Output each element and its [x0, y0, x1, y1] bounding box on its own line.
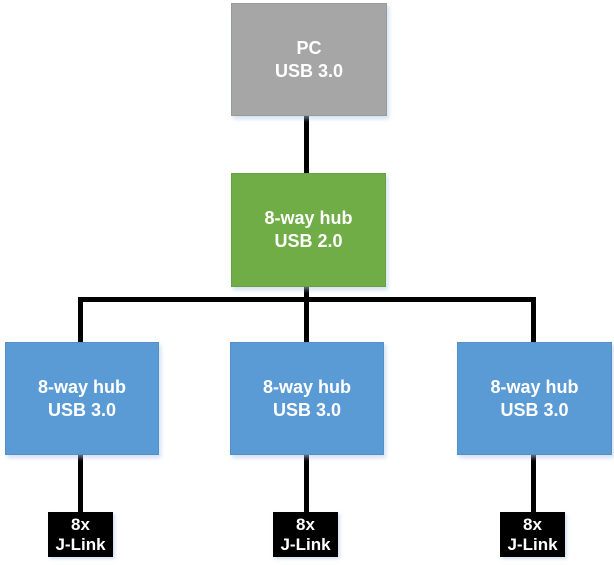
connector-bus-to-hub-usb3-right	[531, 297, 536, 343]
node-hub-usb3-right-label-line2: USB 3.0	[500, 399, 569, 420]
node-jlink-left-label-line2: J-Link	[55, 534, 106, 554]
node-jlink-mid-label-line1: 8x	[296, 514, 315, 534]
connector-bus-to-hub-usb3-left	[78, 297, 83, 343]
node-jlink-mid-label-line2: J-Link	[280, 534, 331, 554]
node-hub-usb3-mid: 8-way hub USB 3.0	[230, 342, 384, 455]
connector-hub-usb3-right-to-jlink	[531, 452, 536, 513]
node-hub-usb3-mid-label-line1: 8-way hub	[262, 376, 351, 397]
node-hub-usb3-left: 8-way hub USB 3.0	[5, 342, 159, 455]
node-jlink-left: 8x J-Link	[48, 512, 113, 557]
connector-bus-horizontal	[78, 297, 536, 302]
node-hub-usb3-right: 8-way hub USB 3.0	[457, 342, 612, 455]
connector-pc-to-hub-usb2	[304, 112, 309, 174]
node-pc-label-line1: PC	[296, 37, 322, 58]
connector-hub-usb3-mid-to-jlink	[304, 452, 309, 513]
node-pc-label-line2: USB 3.0	[274, 60, 344, 81]
node-jlink-right: 8x J-Link	[500, 512, 565, 557]
node-hub-usb3-left-label-line2: USB 3.0	[47, 399, 117, 420]
node-hub-usb2: 8-way hub USB 2.0	[231, 173, 386, 287]
node-pc: PC USB 3.0	[231, 3, 387, 116]
node-jlink-left-label-line1: 8x	[71, 514, 90, 534]
node-hub-usb3-mid-label-line2: USB 3.0	[272, 399, 342, 420]
node-jlink-right-label-line2: J-Link	[507, 534, 558, 554]
node-hub-usb3-left-label-line1: 8-way hub	[37, 376, 126, 397]
node-jlink-right-label-line1: 8x	[523, 514, 542, 534]
node-hub-usb2-label-line2: USB 2.0	[274, 231, 343, 251]
node-jlink-mid: 8x J-Link	[273, 512, 338, 557]
node-hub-usb2-label-line1: 8-way hub	[264, 208, 353, 228]
connector-hub-usb2-to-bus	[304, 284, 309, 344]
node-hub-usb3-right-label-line1: 8-way hub	[490, 376, 579, 397]
connector-hub-usb3-left-to-jlink	[78, 452, 83, 513]
